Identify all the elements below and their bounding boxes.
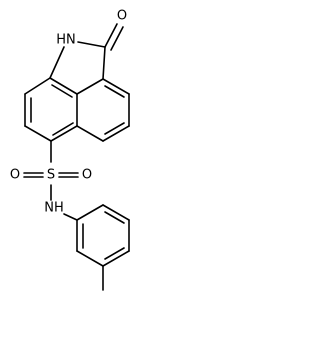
bond-co-b	[110, 26, 124, 51]
bond-c3-c4	[24, 125, 52, 142]
bond-cco-c7	[102, 46, 106, 80]
bond-c7-c8	[102, 78, 130, 95]
bond-c1-c2	[24, 77, 51, 95]
bond-c5p-c6p	[76, 250, 104, 267]
bond-c4p-c5p	[102, 250, 130, 267]
bond-c10-c5	[76, 125, 104, 142]
atom-label-o-carbonyl: O	[117, 9, 127, 24]
atom-label-nh-sulfonamide: NH	[44, 201, 64, 216]
atom-label-o-sulfonyl-right: O	[82, 168, 92, 183]
bond-n-cco	[77, 41, 106, 48]
atom-label-o-sulfonyl-left: O	[10, 168, 20, 183]
bond-c4-c5	[50, 125, 78, 142]
bond-c6-c1	[49, 77, 78, 95]
atom-labels: HN O S O O NH	[10, 9, 127, 216]
bond-c6-c1-inner	[51, 84, 73, 98]
bond-c4-c5-inner	[52, 122, 74, 136]
bond-c4p-c5p-inner	[104, 247, 125, 260]
bond-c1p-c2p	[76, 204, 104, 221]
bond-c9-c10-inner	[104, 122, 125, 135]
sulfonyl-bonds	[23, 140, 79, 201]
bond-co-a	[104, 23, 118, 48]
bond-n-c1p	[63, 213, 78, 221]
tolyl-bonds	[63, 204, 130, 291]
bond-c6-c7	[76, 78, 104, 95]
atom-label-s: S	[47, 168, 55, 183]
bond-c7-c8-inner	[104, 85, 125, 98]
core-bonds	[24, 23, 130, 142]
bond-c1-n	[49, 46, 65, 79]
bond-c2p-c3p	[102, 204, 130, 221]
atom-label-nh-ring: HN	[56, 33, 76, 48]
bond-c2p-c3p-inner	[104, 211, 125, 224]
bond-c9-c10	[102, 125, 130, 142]
structure-diagram: HN O S O O NH	[10, 9, 130, 291]
